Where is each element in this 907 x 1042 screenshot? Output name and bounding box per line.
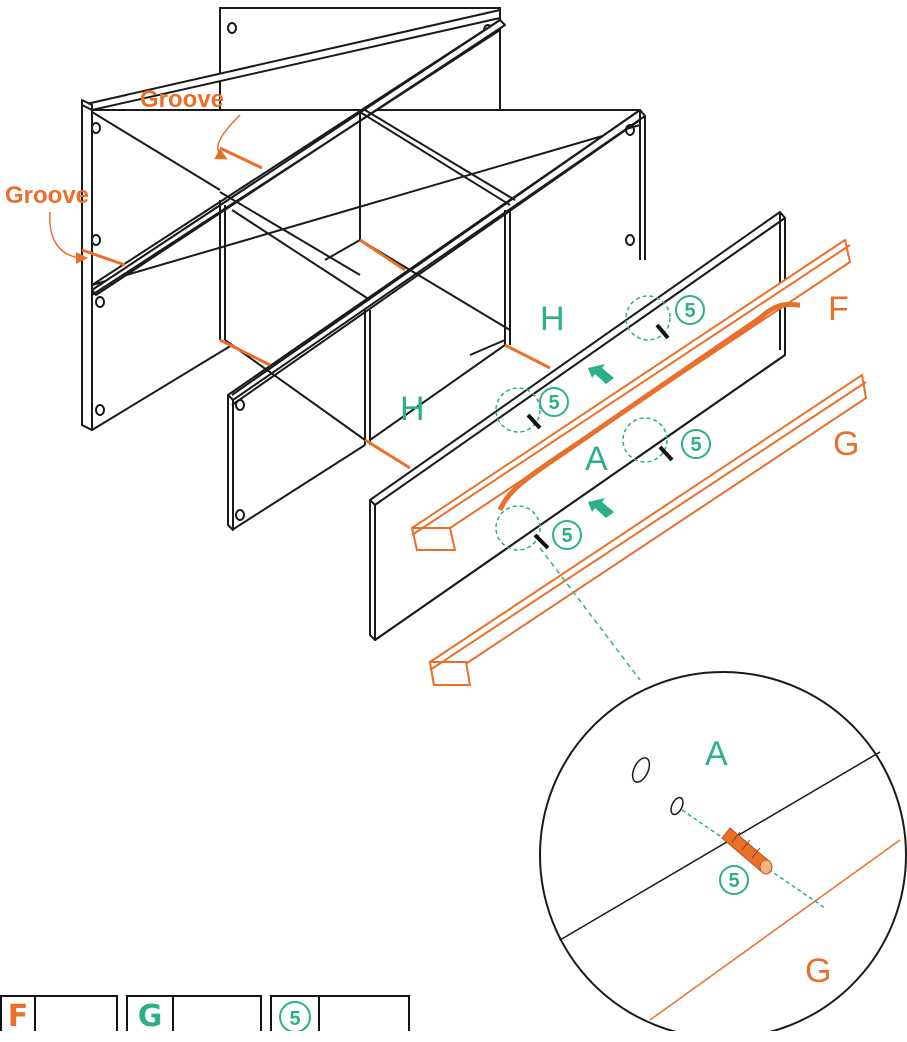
groove-arrow-top [214, 114, 241, 160]
divider-panels [81, 19, 786, 641]
part-g-label: G [833, 425, 859, 463]
labels: Groove Groove F G H H A A G 5 5 5 5 5 [5, 86, 859, 990]
dowel-number: 5 [728, 870, 739, 892]
dowel-markers [495, 295, 674, 551]
panel-holes [91, 122, 635, 521]
part-h-label: H [400, 390, 425, 428]
rail-g [428, 373, 868, 687]
groove-arrow-left [49, 211, 88, 264]
part-g-letter: G [128, 997, 174, 1034]
dowel-number: 5 [690, 434, 701, 456]
direction-arrows [588, 364, 614, 518]
dowel-number: 5 [548, 392, 559, 414]
part-f-box: F [0, 995, 118, 1034]
rail-f-highlight [497, 301, 801, 512]
part-g-box: G [126, 995, 262, 1034]
dowel-number: 5 [561, 525, 572, 547]
dowel-letter: 5 [272, 997, 320, 1033]
detail-part-g-label: G [805, 952, 831, 990]
detail-leader [539, 547, 641, 681]
arrow-icon [588, 364, 614, 384]
detail-part-a-label: A [705, 735, 728, 773]
part-f-letter: F [2, 997, 36, 1034]
dowel-marker [495, 387, 542, 433]
rail-f [410, 238, 852, 552]
dowel-number: 5 [289, 1008, 300, 1030]
dowel-box: 5 [270, 995, 410, 1033]
parts-list: F G 5 [0, 995, 420, 1034]
arrow-icon [588, 498, 614, 518]
groove-marks [81, 146, 551, 470]
groove-label-top: Groove [140, 86, 224, 113]
part-a-label: A [585, 440, 608, 478]
dowel-circle-icon: 5 [279, 1001, 311, 1033]
part-f-label: F [828, 290, 849, 328]
detail-view [539, 671, 907, 1031]
dowel-number-badge: 5 5 5 5 5 [539, 295, 749, 895]
dowel-marker [622, 417, 674, 463]
dowel-icon [721, 827, 773, 875]
dowel-marker [625, 295, 671, 341]
dowel-number: 5 [684, 300, 695, 322]
part-h-label: H [540, 300, 565, 338]
groove-label-left: Groove [5, 182, 89, 209]
dowel-marker [495, 505, 550, 551]
